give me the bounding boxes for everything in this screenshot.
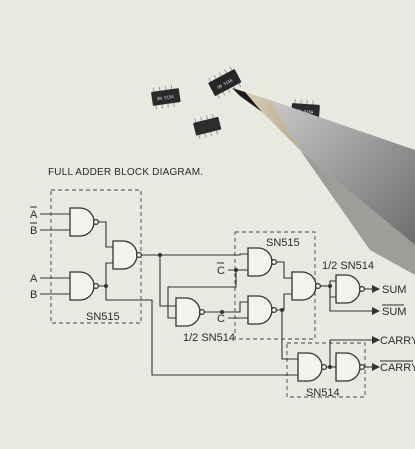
chip: SN 515A	[151, 85, 181, 110]
input-label-c: C	[217, 313, 225, 325]
chip-label-half-sn514-right: 1/2 SN514	[322, 260, 374, 272]
svg-text:B: B	[30, 225, 37, 237]
pencil-shade	[300, 150, 415, 275]
diagram-title: FULL ADDER BLOCK DIAGRAM.	[48, 167, 203, 178]
svg-text:SUM: SUM	[382, 306, 406, 318]
chip	[193, 113, 222, 139]
nand-gate	[247, 247, 278, 277]
nand-gate	[69, 207, 100, 237]
chip-label-half-sn514-mid: 1/2 SN514	[183, 332, 235, 344]
chip-marking: SN 515A	[296, 108, 314, 114]
input-label-a: A	[30, 273, 38, 285]
svg-text:C: C	[217, 265, 225, 277]
sn514-bottom-block	[286, 342, 366, 398]
output-label-carry-bar: CARRY	[380, 360, 415, 374]
output-label-carry: CARRY	[380, 335, 415, 347]
output-label-sum: SUM	[382, 284, 406, 296]
wires	[40, 213, 372, 376]
nand-gate	[335, 274, 366, 304]
nand-gate	[297, 352, 328, 382]
output-arrows	[372, 285, 380, 371]
chip-label-sn514-bottom: SN514	[306, 387, 340, 399]
nand-gate	[175, 297, 206, 327]
chip-label-left-sn515: SN515	[86, 311, 120, 323]
pencil-lead	[232, 88, 262, 112]
svg-text:CARRY: CARRY	[380, 362, 415, 374]
nand-gate	[247, 295, 278, 325]
nand-gate	[112, 240, 143, 270]
chip-marking: SN 515A	[157, 94, 175, 101]
output-label-sum-bar: SUM	[382, 304, 406, 318]
input-label-a-bar: A	[30, 206, 38, 221]
input-label-b: B	[30, 289, 37, 301]
nand-gate	[69, 271, 100, 301]
pencil-wood	[245, 92, 300, 150]
input-label-b-bar: B	[30, 222, 37, 237]
input-label-c-bar: C	[217, 262, 225, 277]
svg-text:A: A	[30, 209, 38, 221]
nand-gate	[291, 271, 322, 301]
chip-label-right-sn515: SN515	[266, 237, 300, 249]
pencil-body	[270, 100, 415, 245]
pencil	[232, 88, 415, 275]
